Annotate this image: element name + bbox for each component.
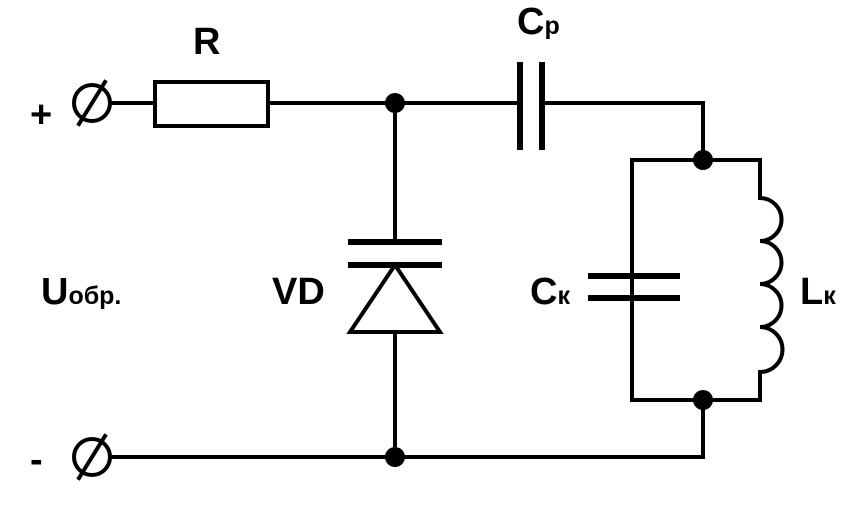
terminal-plus (72, 79, 112, 127)
tank-cap-label: Cк (530, 271, 570, 313)
diode-label: VD (272, 271, 325, 313)
tank-capacitor (588, 273, 680, 402)
diode (346, 239, 444, 334)
junction-dot (385, 93, 405, 113)
wire-inductor-bottom (701, 370, 762, 402)
diode-triangle (346, 261, 444, 334)
terminal-plus-slash (76, 79, 108, 127)
coupling-capacitor (517, 62, 545, 150)
wires (110, 101, 762, 459)
terminal-minus-slash (76, 433, 108, 481)
wire-coupling-cap-to-tank (540, 101, 705, 162)
plus-sign: + (30, 94, 52, 136)
wire-tank-left-branch (630, 158, 705, 402)
inductor-label: Lк (800, 271, 836, 313)
resistor-body (153, 80, 270, 128)
voltage-label: Uобр. (41, 271, 121, 313)
resistor-label: R (193, 21, 220, 63)
inductor-coil (757, 195, 785, 375)
junction-dot (385, 447, 405, 467)
wire-inductor-top (701, 158, 762, 200)
minus-sign: - (30, 439, 43, 481)
junction-dot (693, 150, 713, 170)
terminal-minus (72, 433, 112, 481)
junction-dot (693, 390, 713, 410)
coupling-cap-label: Cр (517, 1, 560, 43)
junctions (385, 93, 713, 467)
